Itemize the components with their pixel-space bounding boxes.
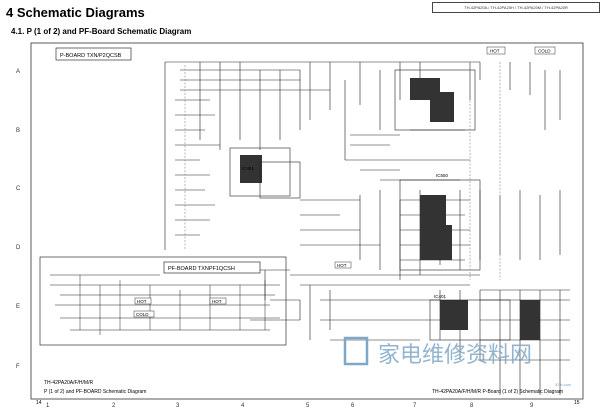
hot-box-mid [334,261,352,269]
ic401-label: IC401 [434,294,447,299]
footer-caption-right: TH-42PA20A/F/H/M/R P-Board (1 of 2) Sche… [432,389,563,395]
row-label-d: D [16,245,21,251]
col-label-2: 2 [112,403,116,409]
col-label-9: 9 [530,403,534,409]
cold-ground-lines [184,62,501,280]
col-label-7: 7 [413,403,417,409]
col-label-5: 5 [306,403,310,409]
col-label-6: 6 [351,403,355,409]
footer-caption-left: P (1 of 2) and PF-BOARD Schematic Diagra… [44,389,146,395]
col-label-4: 4 [241,403,245,409]
col-label-8: 8 [470,403,474,409]
row-label-b: B [16,128,20,134]
cold-box-top [534,46,556,55]
watermark-url: 52jb.com [555,382,572,387]
ic-outlines [229,69,511,341]
cold-label-pf: COLD [136,312,149,317]
row-label-f: F [16,364,20,370]
watermark-text: 家电维修资料网 [378,343,532,368]
row-label-e: E [16,304,20,310]
row-label-c: C [16,186,21,192]
pf-board-box [163,261,261,274]
col-label-3: 3 [176,403,180,409]
cold-label-top: COLD [538,49,551,54]
hot-label-mid: HOT [337,263,347,268]
subsection-title: 4.1. P (1 of 2) and PF-Board Schematic D… [11,27,192,36]
pf-board-label: PF-BOARD TXNPF1QCSH [168,266,235,272]
row-labels: A B C D E F [16,69,21,370]
hot-box-top [486,46,506,55]
column-labels: 1 2 3 4 5 6 7 8 9 [46,403,534,409]
watermark-logo [343,336,369,366]
pf-board-frame [39,256,287,346]
page-number-right: 15 [574,400,580,406]
hot-label-pf: HOT [137,299,147,304]
p-board-label: P-BOARD TXN/P2QCSB [60,53,122,59]
cold-box-pf [133,310,155,318]
col-label-1: 1 [46,403,50,409]
ic550-label: IC550 [436,173,449,178]
p-board-box [55,47,132,61]
page-number-left: 14 [36,400,42,406]
ic451-label: IC451 [242,166,255,171]
footer-model-left: TH-42PA20A/F/H/M/R [44,380,93,386]
pf-board-wiring [50,274,280,335]
hot-label-top: HOT [490,49,500,54]
row-label-a: A [16,69,20,75]
ic-blocks [240,78,540,340]
hot-label-pf-2: HOT [212,299,222,304]
schematic-frame [30,42,584,400]
hot-box-pf-2 [209,297,227,305]
watermark: 家电维修资料网 52jb.com [343,336,572,387]
section-title: 4 Schematic Diagrams [6,5,145,20]
hot-box-pf [134,297,152,305]
